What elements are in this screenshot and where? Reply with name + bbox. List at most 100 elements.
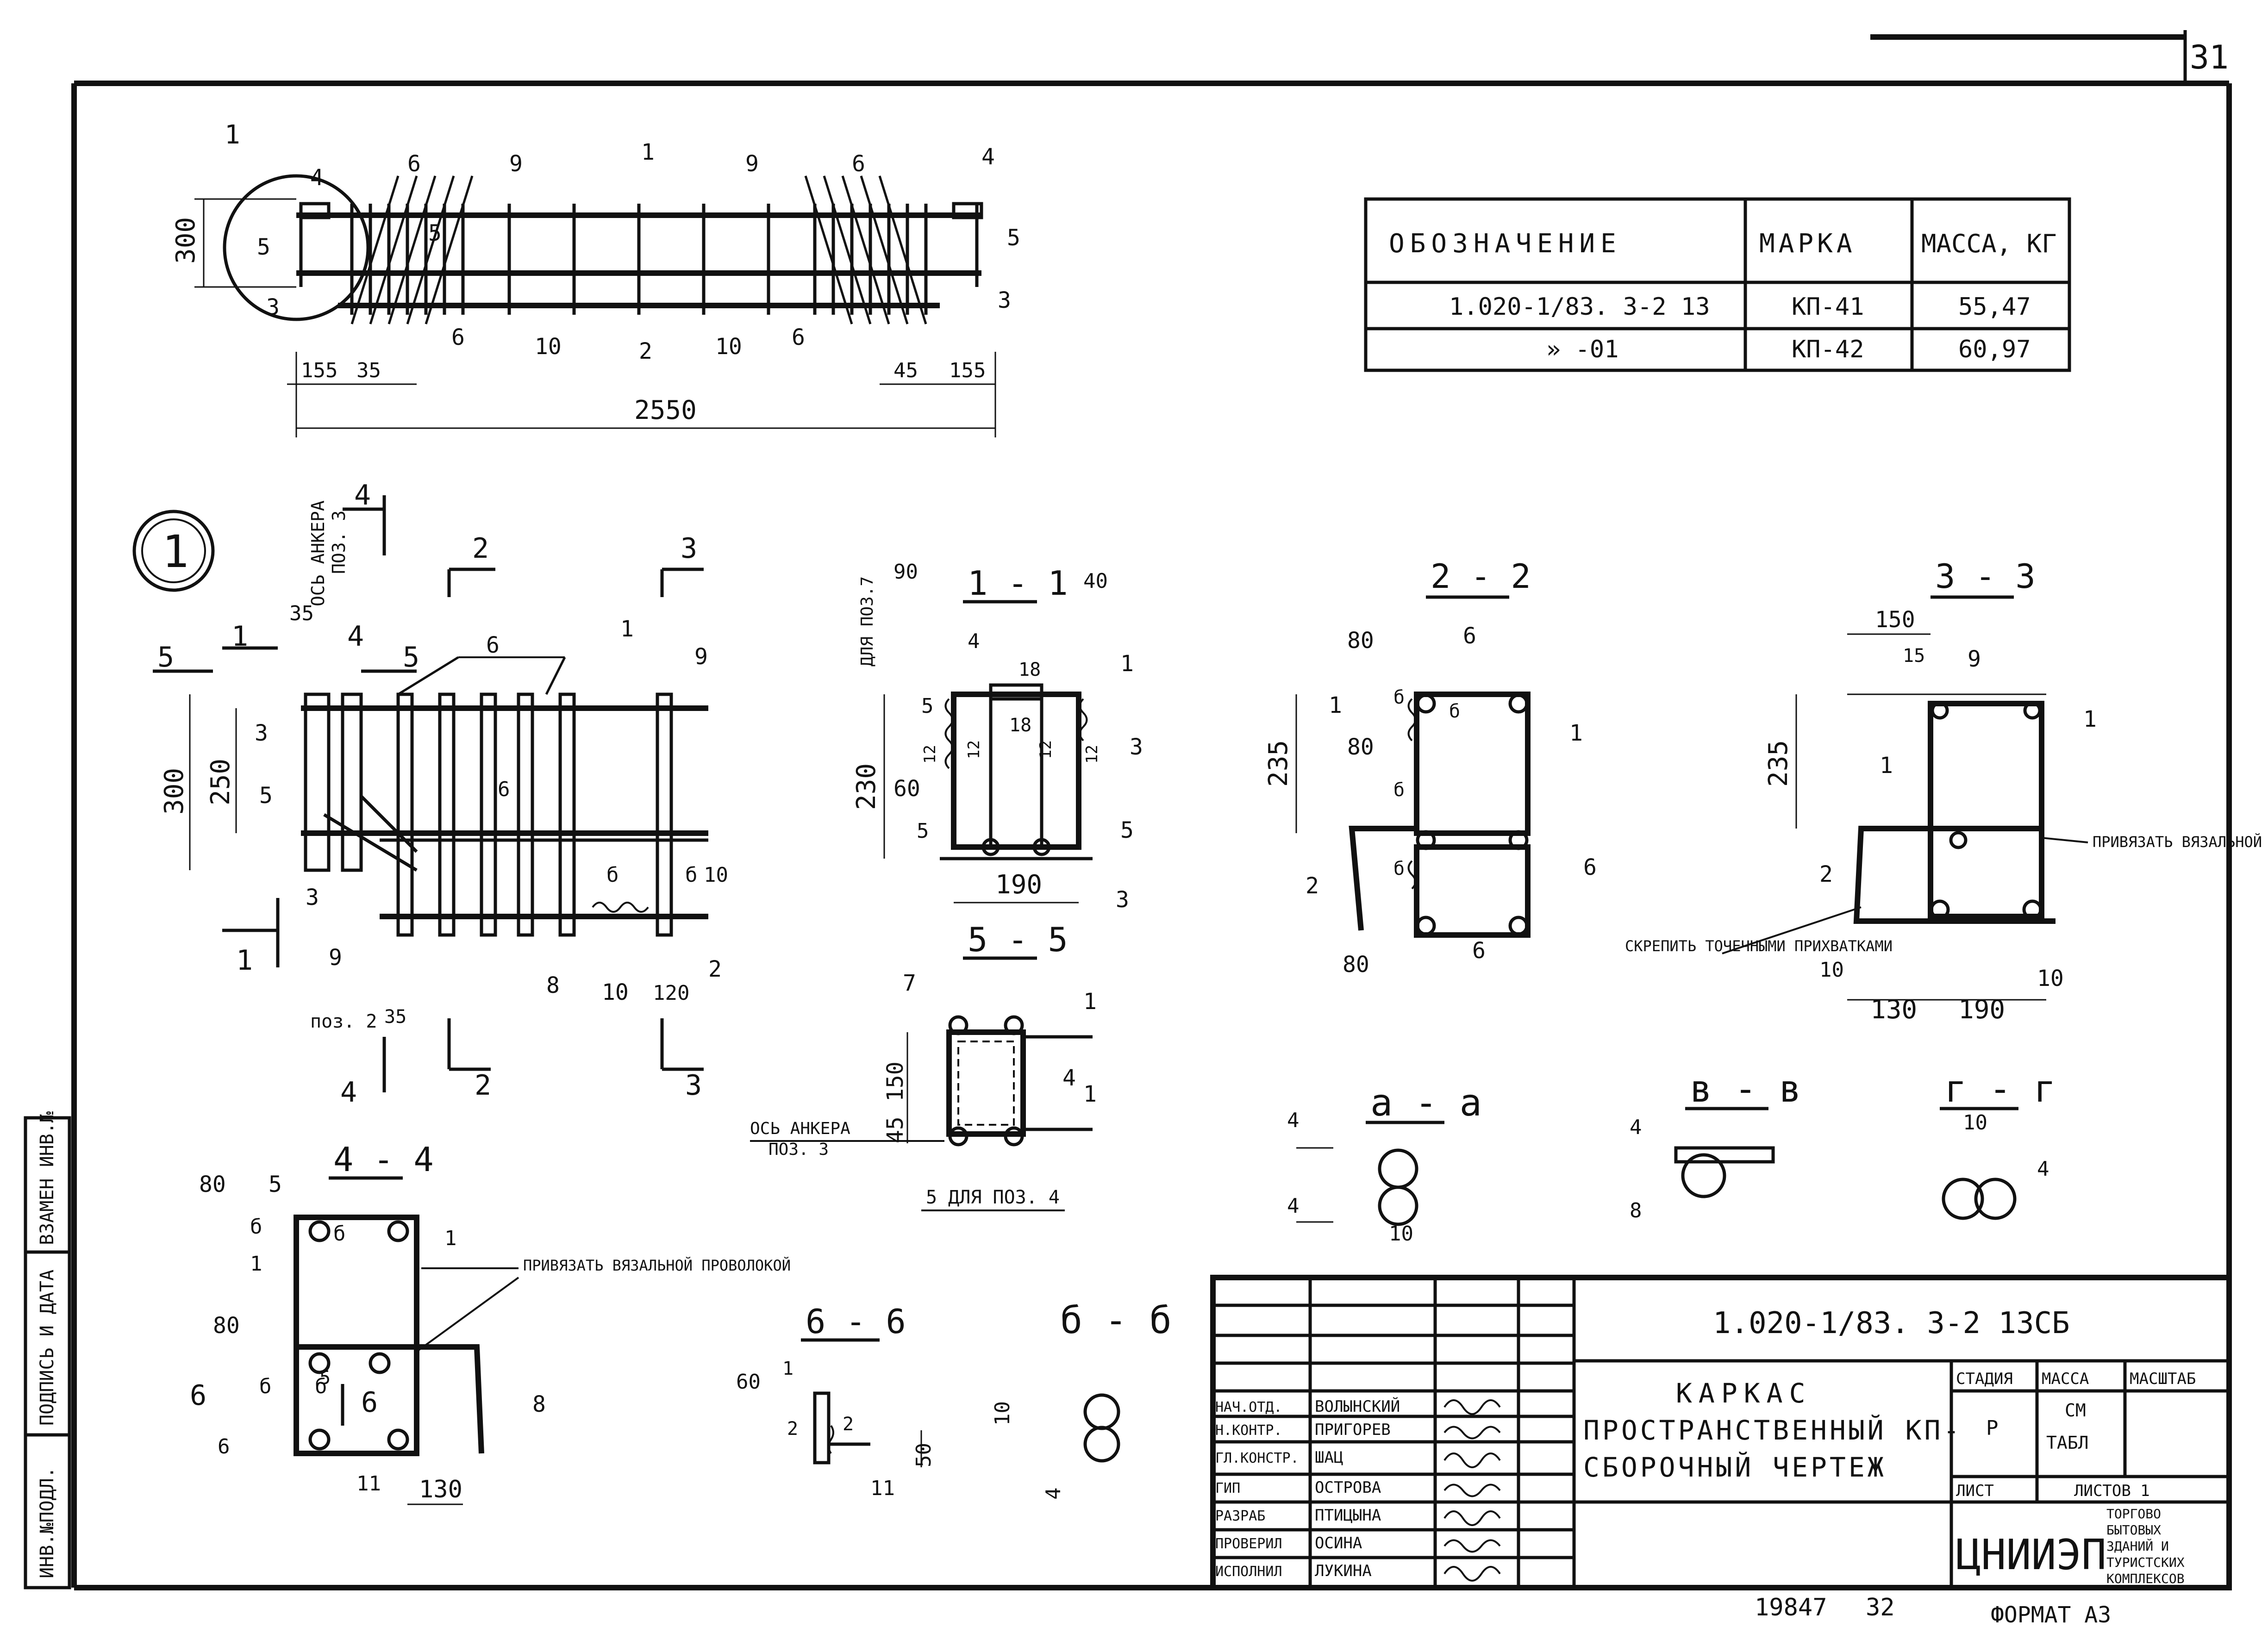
elev-callout: 5 [1007,225,1020,251]
section-1-1-callout: 4 [968,630,980,653]
section-4-4-tie-note: ПРИВЯЗАТЬ ВЯЗАЛЬНОЙ ПРОВОЛОКОЙ [523,1257,791,1274]
tb-staff-role: ГИП [1215,1480,1240,1496]
detail-1-plan: 1 ОСЬ АНКЕРА ПОЗ. 3 300 250 35 120 [132,479,728,1109]
elevation-view: 300 2550 155 35 45 155 1 4 6 9 1 9 6 4 5… [171,120,1020,437]
detail-1-callout: 10 [704,863,728,887]
elevation-hatch-right [804,175,927,324]
elev-callout: 1 [641,139,655,165]
detail-1-callout: 6 [486,632,500,658]
section-g-g-dim-4: 4 [2037,1157,2049,1181]
section-2-2-dim-235: 235 [1263,740,1293,787]
detail-1-dim-120: 120 [653,981,689,1005]
section-4-4-callout: 8 [532,1391,546,1417]
detail-1-callout: 1 [620,616,634,642]
section-2-2-callout: 1 [1569,720,1583,746]
tb-staff-role: ИСПОЛНИЛ [1215,1564,1282,1580]
cut-mark: 1 [236,944,253,977]
section-2-2-callout: 80 [1343,952,1369,978]
section-6-6-dim-60: 60 [736,1370,761,1394]
tb-staff-name: ПРИГОРЕВ [1315,1421,1391,1439]
detail-1-callout: 8 [546,972,560,998]
spec-row1-mark: КП-41 [1792,293,1864,321]
section-6-6-dim-50: 50 [912,1443,936,1467]
tb-org-desc-1: ТОРГОВО [2106,1506,2161,1521]
tb-org: ЦНИИЭП [1956,1531,2106,1579]
detail-1-dim-250: 250 [206,759,236,805]
section-3-3-callout: 1 [2083,706,2097,732]
section-1-1-dim-90: 90 [893,560,918,584]
page-number: 31 [2190,38,2229,76]
section-3-3-dim-190: 190 [1958,995,2005,1025]
elev-callout: 4 [981,144,995,170]
section-1-1-note: ДЛЯ ПОЗ.7 [858,576,877,667]
tb-org-desc-4: ТУРИСТСКИХ [2106,1555,2185,1570]
cut-mark: 2 [472,532,489,565]
detail-1-dim-35: 35 [289,602,314,625]
section-4-4-callout: 11 [356,1472,381,1496]
detail-1-callout: 5 [259,783,273,809]
cut-mark: 3 [681,532,697,565]
tb-org-desc-3: ЗДАНИЙ И [2106,1538,2169,1554]
section-2-2-callout: б [1393,687,1405,708]
tb-mass-label: МАССА [2042,1370,2089,1388]
spec-row1-mass: 55,47 [1958,293,2031,321]
section-2-2-callout: б [1393,858,1405,879]
section-2-2: 2 - 2 235 80 6 1 80 1 2 80 6 6 б б б б [1263,557,1597,978]
detail-1-callout: б [606,863,619,887]
section-1-1-dim-40: 40 [1083,569,1108,593]
elev-callout: 9 [509,151,523,177]
section-4-4: 4 - 4 130 ПРИВЯЗАТЬ ВЯЗАЛЬНОЙ ПРОВОЛОКОЙ… [190,1140,791,1505]
elev-callout: 6 [792,324,805,350]
detail-1-callout: 3 [255,720,268,746]
side-stamp-replace: ВЗАМЕН ИНВ.№ [37,1111,58,1245]
title-block: 1.020-1/83. 3-2 13СБ КАРКАС ПРОСТРАНСТВЕ… [1210,1275,2232,1590]
elevation-hatch-left [350,175,474,324]
elev-dim-300: 300 [171,217,201,264]
section-1-1-dim-18: 18 [1018,659,1041,680]
section-3-3-callout: 9 [1968,646,1981,672]
tb-staff-name: ВОЛЫНСКИЙ [1315,1397,1400,1416]
cut-mark: 3 [685,1069,702,1102]
tb-staff-role: НАЧ.ОТД. [1215,1399,1282,1415]
section-b-b-title: б - б [1060,1299,1172,1342]
section-4-4-callout: 5 [269,1172,282,1197]
detail-1-callout: 9 [329,945,342,971]
spec-table: ОБОЗНАЧЕНИЕ МАРКА МАССА, КГ 1.020-1/83. … [1364,197,2071,372]
tb-org-desc-5: КОМПЛЕКСОВ [2106,1571,2185,1586]
tb-name-2: ПРОСТРАНСТВЕННЫЙ КП- [1583,1414,1962,1446]
frame-label: 19847 [1755,1594,1827,1621]
section-2-2-callout: 6 [1472,938,1486,964]
section-1-1-dim-230: 230 [851,763,881,810]
elev-dim-155-left: 155 [301,359,337,382]
detail-1-marker [132,510,215,592]
section-5-5: 5 - 5 150 45 ОСЬ АНКЕРА ПОЗ. 3 5 ДЛЯ ПОЗ… [750,920,1097,1211]
section-1-1-title: 1 - 1 [968,564,1068,603]
section-2-2-callout: 80 [1347,734,1374,760]
section-3-3-weld-note: СКРЕПИТЬ ТОЧЕЧНЫМИ ПРИХВАТКАМИ [1625,937,1893,955]
tb-code: 1.020-1/83. 3-2 13СБ [1713,1306,2070,1340]
section-1-1: 1 - 1 230 190 90 40 18 18 60 ДЛЯ ПОЗ.7 4… [851,560,1143,913]
section-2-2-callout: 80 [1347,628,1374,654]
section-4-4-callout: 5 [319,1367,331,1389]
cut-mark: 5 [157,641,174,673]
section-g-g: г - г 10 4 [1940,1067,2056,1220]
detail-1-label: 1 [162,526,189,578]
detail-1-dim-300: 300 [159,768,189,815]
detail-1-axis-label-2: ПОЗ. 3 [329,511,349,574]
spec-row2-designation: » -01 [1546,336,1619,363]
section-3-3-dim-150: 150 [1875,607,1915,633]
section-4-4-callout: 6 [190,1379,206,1412]
section-5-5-callout: 1 [1083,989,1097,1015]
section-4-4-callout: 6 [218,1435,230,1458]
section-a-a-dim-4a: 4 [1287,1109,1300,1132]
section-1-1-callout: 12 [1037,740,1055,759]
elev-callout: 6 [451,324,465,350]
section-4-4-dim-130: 130 [419,1476,462,1503]
elevation-stirrups [350,204,928,315]
section-2-2-callout: б [1393,779,1405,801]
section-4-4-title: 4 - 4 [333,1140,434,1179]
tb-org-desc-2: БЫТОВЫХ [2106,1522,2161,1538]
elev-callout: 6 [407,151,421,177]
tb-stage-label: СТАДИЯ [1956,1370,2013,1388]
